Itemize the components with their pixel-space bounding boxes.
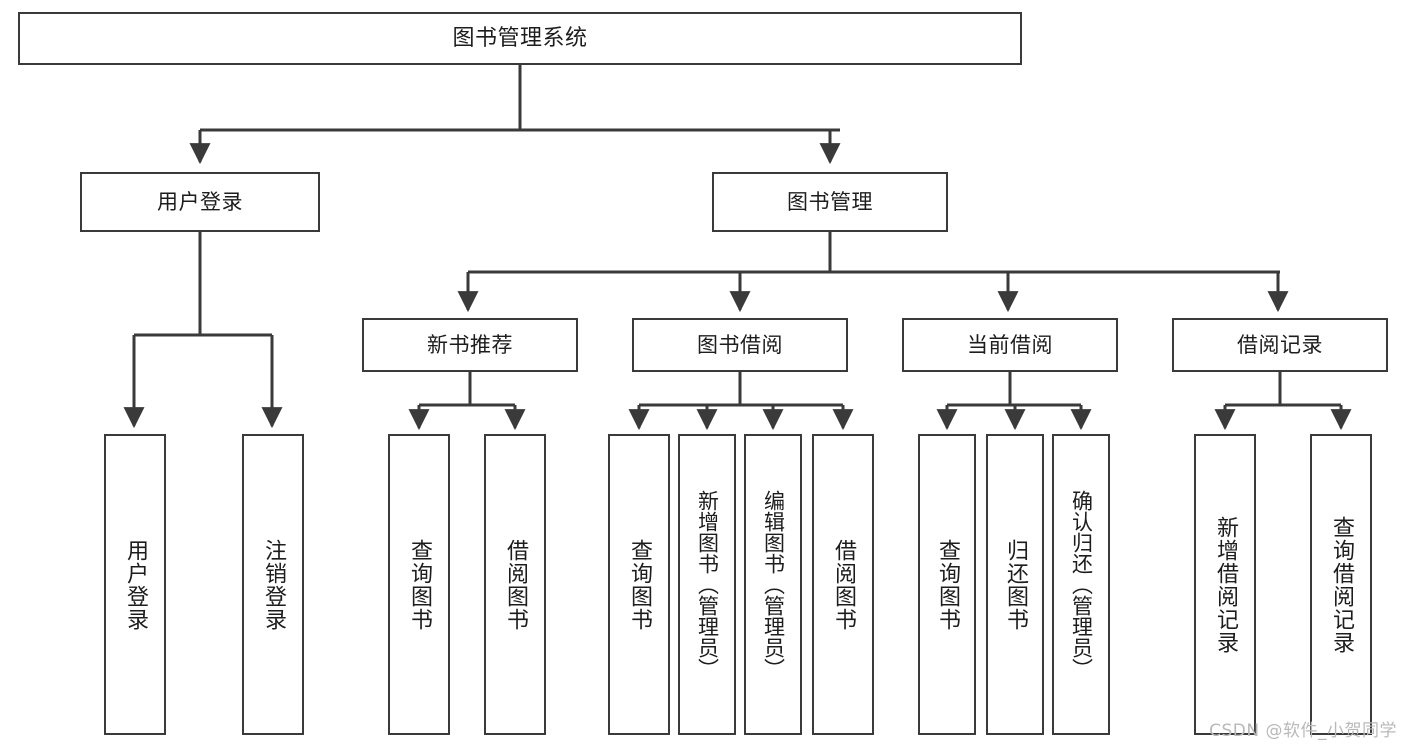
node-leaf-edit-book-admin-label: 编辑图书（管理员） [761, 490, 786, 679]
node-leaf-add-book-admin[interactable]: 新增图书（管理员） [678, 434, 736, 735]
node-new-book-rec-label: 新书推荐 [427, 332, 513, 357]
node-leaf-return-book-label: 归还图书 [1002, 538, 1028, 631]
node-leaf-query-borrow-record[interactable]: 查询借阅记录 [1310, 434, 1372, 735]
node-book-manage[interactable]: 图书管理 [712, 172, 948, 232]
node-leaf-query-book-2[interactable]: 查询图书 [608, 434, 670, 735]
watermark: CSDN @软件_小贺同学 [1209, 721, 1397, 741]
node-leaf-borrow-book-1-label: 借阅图书 [502, 538, 528, 631]
node-root-label: 图书管理系统 [452, 25, 588, 51]
node-leaf-query-book-1-label: 查询图书 [406, 538, 432, 631]
node-current-borrow-label: 当前借阅 [967, 332, 1053, 357]
node-leaf-user-login-label: 用户登录 [122, 538, 148, 631]
node-leaf-user-login[interactable]: 用户登录 [104, 434, 166, 735]
node-leaf-add-borrow-record[interactable]: 新增借阅记录 [1194, 434, 1256, 735]
node-leaf-confirm-return-admin[interactable]: 确认归还（管理员） [1052, 434, 1110, 735]
node-borrow-record[interactable]: 借阅记录 [1172, 318, 1388, 372]
node-user-login-label: 用户登录 [157, 189, 243, 214]
node-new-book-rec[interactable]: 新书推荐 [362, 318, 578, 372]
node-leaf-confirm-return-admin-label: 确认归还（管理员） [1069, 490, 1094, 679]
node-leaf-user-logout[interactable]: 注销登录 [242, 434, 304, 735]
node-user-login[interactable]: 用户登录 [80, 172, 320, 232]
node-leaf-add-book-admin-label: 新增图书（管理员） [695, 490, 720, 679]
node-book-manage-label: 图书管理 [787, 189, 873, 214]
node-leaf-borrow-book-2[interactable]: 借阅图书 [812, 434, 874, 735]
node-borrow-record-label: 借阅记录 [1237, 332, 1323, 357]
node-root[interactable]: 图书管理系统 [18, 12, 1022, 65]
node-leaf-add-borrow-record-label: 新增借阅记录 [1212, 515, 1238, 654]
node-leaf-edit-book-admin[interactable]: 编辑图书（管理员） [744, 434, 802, 735]
node-leaf-query-book-1[interactable]: 查询图书 [388, 434, 450, 735]
node-leaf-user-logout-label: 注销登录 [260, 538, 286, 631]
node-leaf-return-book[interactable]: 归还图书 [986, 434, 1044, 735]
node-leaf-borrow-book-1[interactable]: 借阅图书 [484, 434, 546, 735]
node-book-borrow-label: 图书借阅 [697, 332, 783, 357]
node-leaf-query-borrow-record-label: 查询借阅记录 [1328, 515, 1354, 654]
node-book-borrow[interactable]: 图书借阅 [632, 318, 848, 372]
node-leaf-query-book-3-label: 查询图书 [934, 538, 960, 631]
node-current-borrow[interactable]: 当前借阅 [902, 318, 1118, 372]
node-leaf-query-book-3[interactable]: 查询图书 [918, 434, 976, 735]
node-leaf-borrow-book-2-label: 借阅图书 [830, 538, 856, 631]
node-leaf-query-book-2-label: 查询图书 [626, 538, 652, 631]
